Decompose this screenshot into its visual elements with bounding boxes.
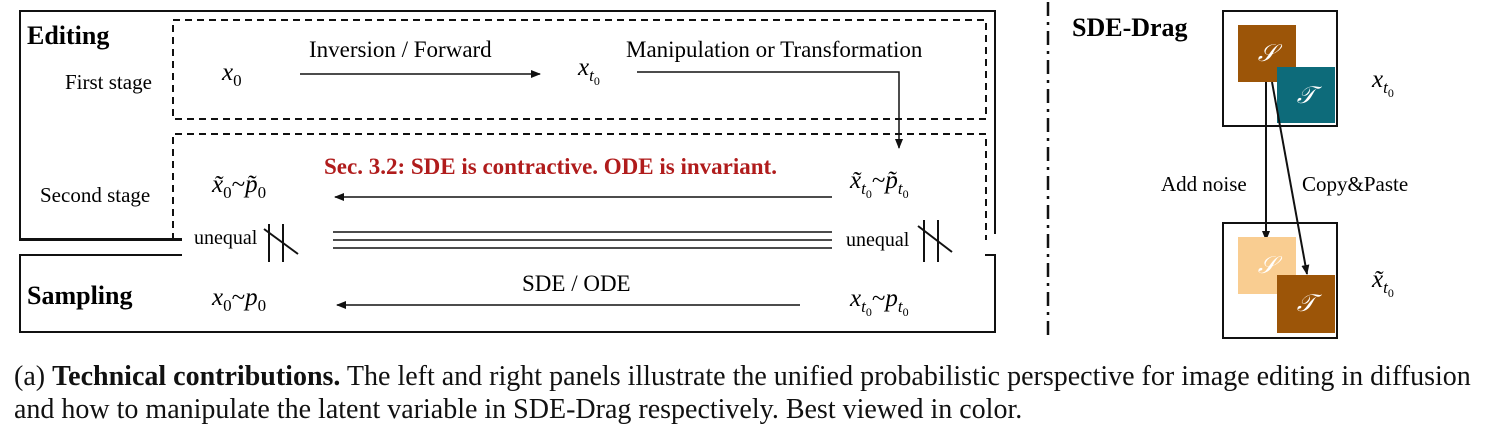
sampling-box — [19, 254, 996, 333]
manipulation-label: Manipulation or Transformation — [626, 37, 923, 62]
figure-caption: (a) Technical contributions. The left an… — [14, 360, 1476, 426]
x0-symbol: x0 — [221, 59, 242, 90]
xt0-tilde-right-symbol: x̃t0 — [1371, 266, 1394, 300]
second-stage-box — [172, 133, 987, 240]
editing-title: Editing — [27, 21, 109, 50]
method-diagram: Editing First stage Second stage Samplin… — [19, 2, 1408, 340]
sec-note: Sec. 3.2: SDE is contractive. ODE is inv… — [324, 154, 777, 179]
triple-line — [333, 231, 832, 249]
not-parallel-left-icon — [263, 224, 299, 262]
target-region-top — [1277, 67, 1335, 123]
xt0-symbol: xt0 — [577, 54, 600, 88]
copy-paste-arrow — [1271, 81, 1310, 275]
bottom-latent-box — [1222, 222, 1338, 339]
manipulation-arrow — [637, 71, 903, 149]
caption-bold: Technical contributions. — [52, 361, 341, 392]
sampling-title: Sampling — [27, 281, 133, 310]
unequal-left-label: unequal — [194, 227, 258, 249]
sde-ode-label: SDE / ODE — [522, 271, 631, 296]
xt0-pt0: xt0~pt0 — [849, 285, 909, 319]
copy-paste-label: Copy&Paste — [1302, 172, 1408, 196]
unequal-right-label: unequal — [846, 229, 910, 251]
second-stage-label: Second stage — [40, 183, 150, 207]
target-region-bottom — [1277, 275, 1335, 333]
sde-drag-title: SDE-Drag — [1072, 13, 1188, 42]
add-noise-label: Add noise — [1161, 172, 1247, 196]
x0-tilde-p0-tilde: x̃0~p̃0 — [211, 171, 266, 202]
editing-box-gap-right — [985, 234, 997, 248]
not-parallel-right-icon — [917, 220, 953, 262]
xt0-tilde-pt0-tilde: x̃t0~p̃t0 — [849, 167, 909, 201]
inversion-label: Inversion / Forward — [309, 37, 492, 62]
caption-text: The left and right panels illustrate the… — [14, 361, 1471, 425]
x0-p0: x0~p0 — [211, 284, 266, 315]
first-stage-label: First stage — [65, 70, 152, 94]
caption-prefix: (a) — [14, 361, 53, 392]
xt0-right-symbol: xt0 — [1371, 66, 1394, 100]
editing-box-gap — [182, 234, 994, 248]
